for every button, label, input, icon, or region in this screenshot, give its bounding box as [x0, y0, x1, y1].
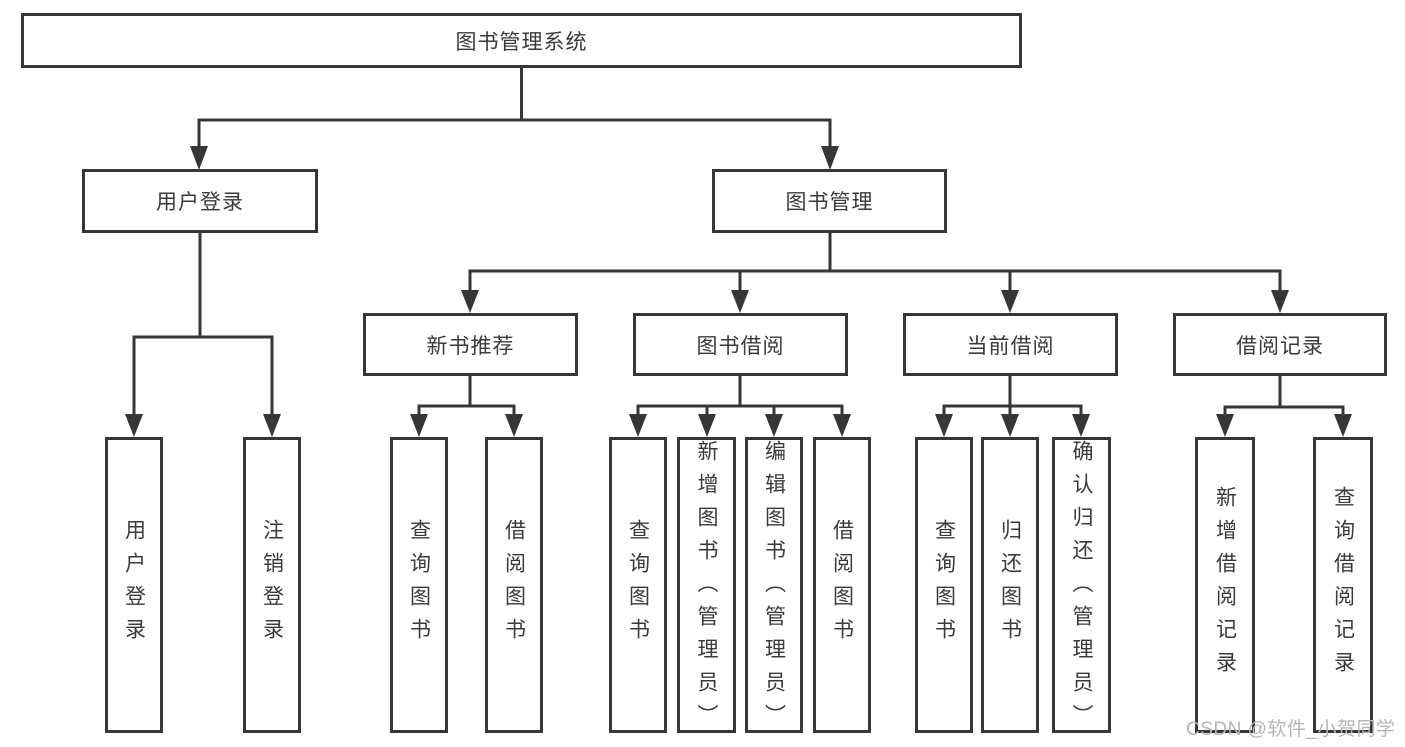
node-book-borrowing-label: 图书借阅 — [696, 334, 785, 358]
leaf-recommend-query-book: 查询图书 — [390, 437, 448, 733]
leaf-recommend-query-book-label: 查询图书 — [407, 519, 431, 651]
node-user-login-label: 用户登录 — [156, 191, 244, 214]
node-book-management-label: 图书管理 — [785, 191, 874, 214]
node-root: 图书管理系统 — [21, 13, 1022, 68]
leaf-borrowing-borrow-book: 借阅图书 — [813, 437, 871, 733]
leaf-current-return-book: 归还图书 — [981, 437, 1039, 733]
leaf-user-login: 用户登录 — [105, 437, 163, 733]
leaf-records-query-record: 查询借阅记录 — [1313, 437, 1373, 733]
leaf-borrowing-add-book-admin-label: 新增图书（管理员） — [695, 440, 718, 737]
node-new-book-recommend-label: 新书推荐 — [426, 334, 515, 358]
leaf-current-confirm-return-admin-label: 确认归还（管理员） — [1070, 440, 1093, 737]
leaf-recommend-borrow-book-label: 借阅图书 — [502, 519, 526, 651]
node-book-borrowing: 图书借阅 — [633, 313, 848, 376]
node-book-management: 图书管理 — [712, 169, 947, 233]
leaf-borrowing-edit-book-admin: 编辑图书（管理员） — [745, 437, 803, 737]
leaf-borrowing-borrow-book-label: 借阅图书 — [830, 519, 854, 651]
node-root-label: 图书管理系统 — [455, 30, 588, 54]
csdn-watermark: CSDN @软件_小贺同学 — [1186, 719, 1396, 740]
leaf-current-confirm-return-admin: 确认归还（管理员） — [1052, 437, 1111, 737]
leaf-logout-label: 注销登录 — [260, 519, 284, 651]
arrowheads — [125, 146, 1352, 437]
leaf-user-login-label: 用户登录 — [122, 519, 146, 651]
leaf-logout: 注销登录 — [243, 437, 301, 733]
leaf-records-query-record-label: 查询借阅记录 — [1331, 486, 1355, 684]
leaf-borrowing-edit-book-admin-label: 编辑图书（管理员） — [762, 440, 786, 737]
leaf-records-add-record: 新增借阅记录 — [1195, 437, 1255, 733]
node-user-login: 用户登录 — [82, 169, 318, 233]
node-new-book-recommend: 新书推荐 — [363, 313, 578, 376]
leaf-current-query-book-label: 查询图书 — [932, 519, 956, 651]
leaf-current-return-book-label: 归还图书 — [998, 519, 1022, 651]
node-current-borrowing-label: 当前借阅 — [966, 334, 1055, 358]
leaf-borrowing-query-book: 查询图书 — [609, 437, 667, 733]
leaf-borrowing-query-book-label: 查询图书 — [626, 519, 650, 651]
node-borrow-records: 借阅记录 — [1173, 313, 1387, 376]
leaf-borrowing-add-book-admin: 新增图书（管理员） — [677, 437, 736, 737]
node-borrow-records-label: 借阅记录 — [1236, 334, 1324, 358]
leaf-recommend-borrow-book: 借阅图书 — [485, 437, 543, 733]
node-current-borrowing: 当前借阅 — [903, 313, 1118, 376]
leaf-records-add-record-label: 新增借阅记录 — [1213, 486, 1237, 684]
leaf-current-query-book: 查询图书 — [915, 437, 973, 733]
